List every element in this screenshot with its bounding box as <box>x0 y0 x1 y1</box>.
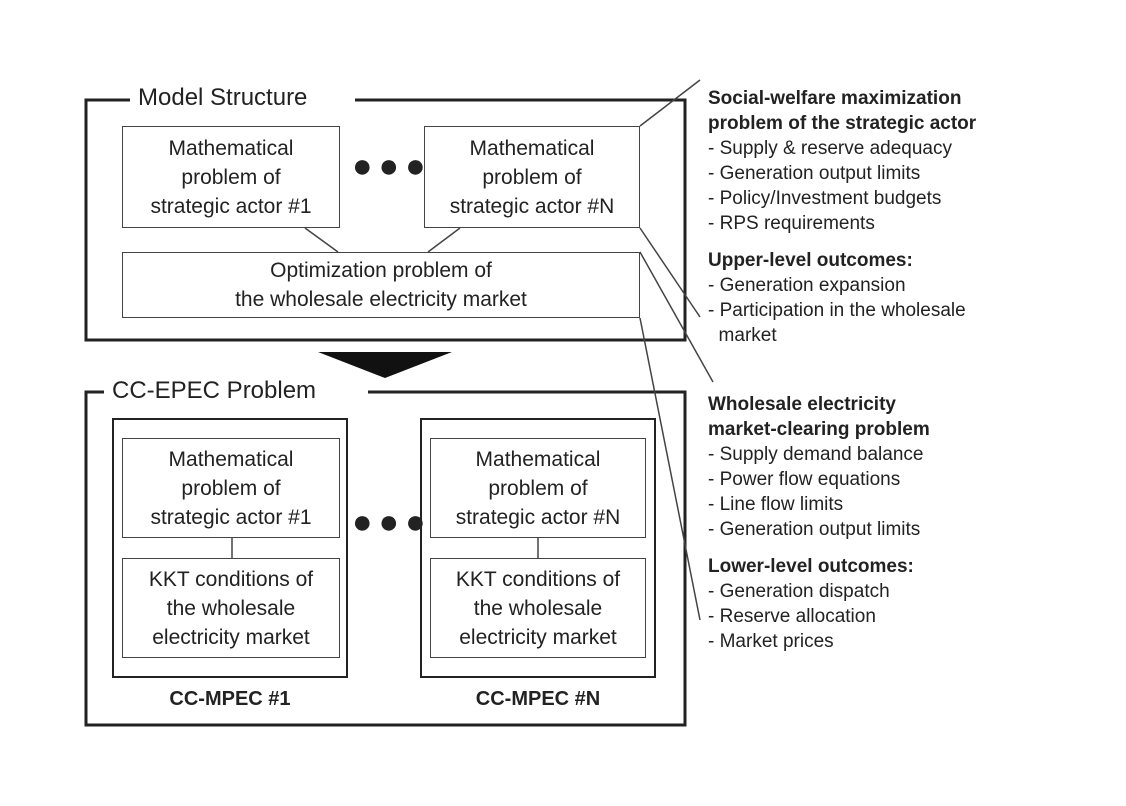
market-optimization-box: Optimization problem of the wholesale el… <box>122 252 640 318</box>
cc-mpec-1-label: CC-MPEC #1 <box>169 688 291 710</box>
lower-heading-line1: Wholesale electricity <box>708 394 896 415</box>
lower-item: - Supply demand balance <box>708 444 924 465</box>
callout-lower-top <box>639 251 714 383</box>
epec-actor-n-box: Mathematical problem of strategic actor … <box>430 438 646 538</box>
kkt-1-box: KKT conditions of the wholesale electric… <box>122 558 340 658</box>
upper-outcome: market <box>708 325 777 346</box>
upper-heading-line2: problem of the strategic actor <box>708 113 977 134</box>
lower-level-notes: Wholesale electricity market-clearing pr… <box>708 392 930 654</box>
upper-outcome: - Generation expansion <box>708 275 906 296</box>
ellipsis-dots: ●●● <box>352 147 432 185</box>
model-actor-n-label: Mathematical problem of strategic actor … <box>449 136 615 218</box>
cc-epec-frame <box>84 390 687 727</box>
lower-item: - Generation output limits <box>708 519 921 540</box>
lower-outcome: - Market prices <box>708 631 834 652</box>
upper-heading-line1: Social-welfare maximization <box>708 88 962 109</box>
model-actor-n-box: Mathematical problem of strategic actor … <box>424 126 640 228</box>
model-actor-1-box: Mathematical problem of strategic actor … <box>122 126 340 228</box>
upper-item: - Generation output limits <box>708 163 921 184</box>
callout-upper-bottom <box>639 227 701 318</box>
model-structure-frame <box>84 98 687 342</box>
link-actorN-market <box>427 227 461 253</box>
epec-actor-1-box: Mathematical problem of strategic actor … <box>122 438 340 538</box>
upper-outcome: - Participation in the wholesale <box>708 300 966 321</box>
epec-actor-n-label: Mathematical problem of strategic actor … <box>455 447 621 529</box>
callout-upper-top <box>639 79 701 127</box>
upper-item: - RPS requirements <box>708 213 875 234</box>
cc-epec-title: CC-EPEC Problem <box>104 377 325 405</box>
upper-item: - Supply & reserve adequacy <box>708 138 952 159</box>
lower-item: - Power flow equations <box>708 469 901 490</box>
callout-lower-bottom <box>639 317 701 621</box>
kkt-1-label: KKT conditions of the wholesale electric… <box>148 567 314 649</box>
upper-outcomes-heading: Upper-level outcomes: <box>708 250 913 271</box>
upper-level-notes: Social-welfare maximization problem of t… <box>708 86 976 348</box>
ellipsis-dots-lower: ●●● <box>352 503 432 541</box>
upper-item: - Policy/Investment budgets <box>708 188 942 209</box>
epec-actor-1-label: Mathematical problem of strategic actor … <box>150 447 312 529</box>
down-arrow <box>318 352 452 378</box>
market-optimization-label: Optimization problem of the wholesale el… <box>235 259 527 311</box>
lower-outcome: - Generation dispatch <box>708 581 890 602</box>
cc-mpec-n-label: CC-MPEC #N <box>475 688 601 710</box>
lower-item: - Line flow limits <box>708 494 844 515</box>
cc-mpec-1-frame <box>112 418 348 678</box>
lower-outcomes-heading: Lower-level outcomes: <box>708 556 914 577</box>
link-actor1-market <box>304 227 339 253</box>
lower-heading-line2: market-clearing problem <box>708 419 930 440</box>
model-structure-title: Model Structure <box>130 84 316 112</box>
model-actor-1-label: Mathematical problem of strategic actor … <box>150 136 312 218</box>
kkt-n-label: KKT conditions of the wholesale electric… <box>455 567 621 649</box>
kkt-n-box: KKT conditions of the wholesale electric… <box>430 558 646 658</box>
cc-mpec-n-frame <box>420 418 656 678</box>
lower-outcome: - Reserve allocation <box>708 606 876 627</box>
